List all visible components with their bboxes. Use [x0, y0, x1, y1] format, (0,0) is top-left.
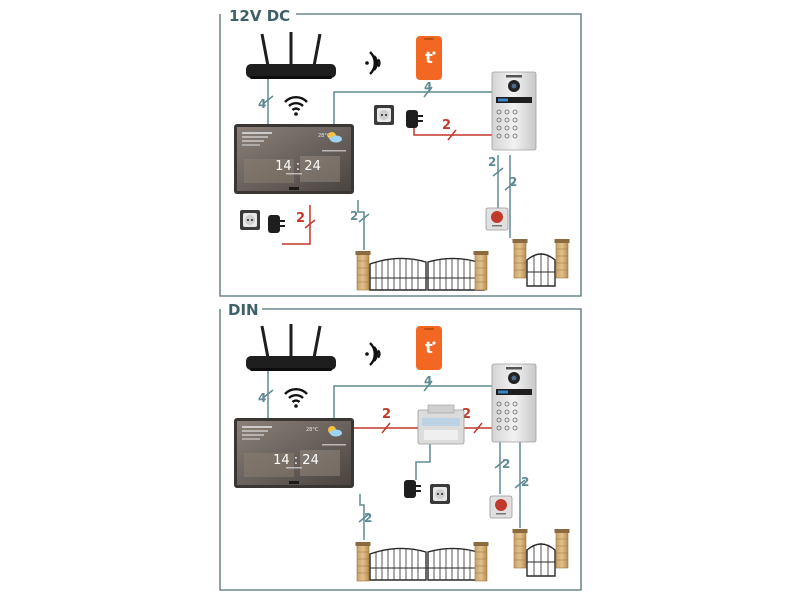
wire-count-psu-doorstation: 2: [442, 118, 451, 133]
wire-tick: [514, 479, 526, 489]
monitor-temperature: 28°C: [306, 427, 319, 433]
wire-count-monitor-gate: 2: [350, 209, 358, 223]
smartphone-app-icon: [416, 36, 442, 80]
wire-count-monitor-doorstation: 4: [424, 80, 432, 94]
monitor-clock: 14 : 24: [275, 159, 321, 174]
panel-frame: [219, 308, 582, 591]
wire-count-monitor-doorstation: 4: [424, 374, 432, 388]
exit-button-icon: [489, 495, 513, 519]
exit-button-icon: [485, 207, 509, 231]
wire-din-socket: [415, 444, 431, 480]
wire-monitor-gate: [359, 494, 365, 540]
wire-tick: [423, 86, 433, 98]
wire-monitor-gate: [357, 200, 365, 250]
wire-tick: [492, 167, 504, 177]
door-station: [491, 71, 537, 151]
wire-count-monitor-gate: 2: [364, 511, 372, 525]
wicket-gate: [512, 528, 570, 577]
wire-count-doorstation-button: 2: [502, 457, 510, 471]
door-station: [491, 363, 537, 443]
wire-monitor-doorstation: [333, 91, 492, 124]
power-adapter-icon: [268, 215, 285, 233]
wire-tick: [262, 95, 274, 105]
wire-tick: [358, 513, 370, 523]
wire-tick: [423, 380, 433, 392]
indoor-monitor: 14 : 24 28°C: [234, 124, 354, 194]
wire-count-router-monitor: 4: [258, 97, 266, 111]
monitor-temperature: 28°C: [318, 133, 331, 139]
wire-tick: [473, 422, 483, 434]
wire-count-router-monitor: 4: [258, 391, 266, 405]
wire-count-doorstation-wicket: 2: [509, 175, 517, 189]
wire-count-monitor-din: 2: [382, 407, 391, 422]
wire-count-din-doorstation: 2: [462, 407, 471, 422]
wire-count-doorstation-button: 2: [488, 155, 496, 169]
wire-tick: [504, 181, 516, 191]
wire-tick: [381, 422, 391, 434]
wire-tick: [447, 129, 457, 141]
wire-psu-monitor: [282, 205, 311, 245]
panel-frame: [219, 13, 582, 297]
wire-count-doorstation-wicket: 2: [521, 475, 529, 489]
wall-socket-icon: [374, 105, 394, 125]
wall-socket-icon: [240, 210, 260, 230]
panel-12v-dc: 12V DC 4 4 2 2 2 2 2: [219, 7, 582, 297]
panel-title: DIN: [228, 301, 259, 319]
monitor-clock: 14 : 24: [273, 453, 319, 468]
panel-title: 12V DC: [229, 7, 290, 25]
router-icon: [244, 30, 338, 81]
driveway-gate: [355, 250, 489, 291]
wifi-icon: [283, 95, 309, 118]
smartphone-app-icon: [416, 326, 442, 370]
wire-tick: [494, 459, 506, 469]
driveway-gate: [355, 541, 489, 582]
wifi-signal-icon: [364, 50, 381, 76]
router-icon: [244, 322, 338, 373]
power-adapter-icon: [404, 480, 421, 498]
indoor-monitor: 14 : 24 28°C: [234, 418, 354, 488]
wire-tick: [262, 389, 274, 399]
wire-tick: [358, 213, 370, 223]
wifi-signal-icon: [364, 341, 381, 367]
wire-tick: [304, 219, 316, 229]
wifi-icon: [283, 387, 309, 409]
din-power-supply-icon: [417, 404, 465, 445]
wall-socket-icon: [430, 484, 450, 504]
panel-din: DIN 4 4 2 2 2 2 2 14 : 24: [219, 301, 582, 591]
wires: [267, 368, 521, 540]
wire-count-psu-monitor: 2: [296, 211, 305, 226]
wicket-gate: [512, 238, 570, 287]
power-adapter-icon: [406, 110, 423, 128]
wire-monitor-doorstation: [333, 385, 492, 418]
